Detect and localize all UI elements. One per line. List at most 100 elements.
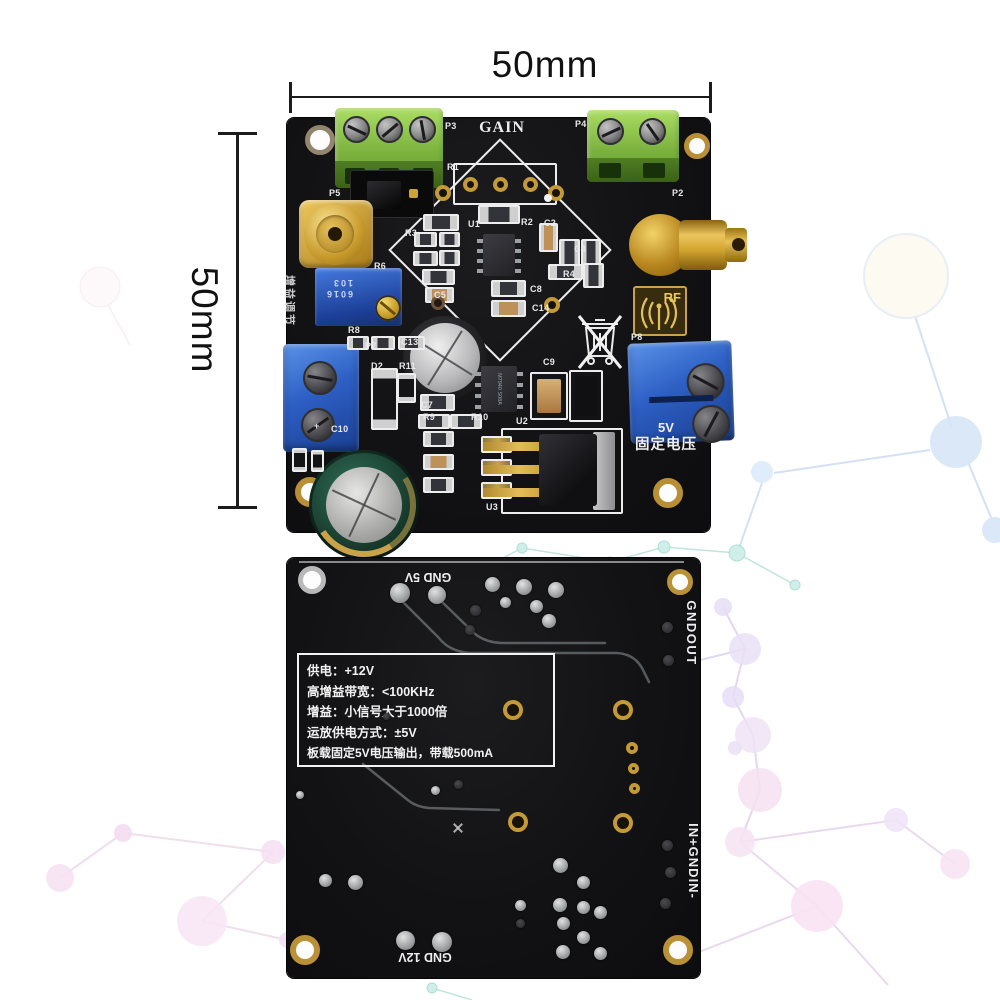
silkscreen-ref-label: R6 bbox=[374, 261, 387, 271]
mounting-hole bbox=[290, 935, 320, 965]
silkscreen-ref-label: C10 bbox=[331, 424, 349, 434]
to220-leg bbox=[483, 465, 543, 474]
silkscreen-ref-label: R9 bbox=[423, 412, 436, 422]
silkscreen-ref-label: C2 bbox=[544, 218, 557, 228]
silkscreen-ref-label: + bbox=[314, 421, 320, 431]
terminal-block-2pin-p4 bbox=[587, 110, 679, 182]
solder-joint bbox=[661, 621, 673, 633]
terminal-screw bbox=[303, 361, 337, 395]
solder-joint bbox=[664, 866, 676, 878]
dimension-line-horizontal bbox=[290, 96, 711, 98]
silkscreen-edge-line bbox=[299, 561, 684, 563]
silkscreen-ref-label: R8 bbox=[348, 325, 361, 335]
solder-joint bbox=[395, 930, 415, 950]
via-hole bbox=[462, 176, 478, 192]
solder-joint bbox=[382, 712, 390, 720]
solder-joint bbox=[347, 874, 363, 890]
smd-component bbox=[491, 280, 526, 297]
mounting-hole bbox=[653, 478, 683, 508]
terminal-screw bbox=[343, 116, 370, 143]
opamp-ic-u1 bbox=[477, 234, 521, 276]
solder-joint bbox=[548, 582, 564, 598]
silkscreen-ref-label: C13 bbox=[401, 337, 419, 347]
terminal-divider bbox=[649, 394, 714, 404]
via-hole bbox=[544, 297, 560, 313]
to220-metal-tab bbox=[593, 432, 615, 510]
silkscreen-ref-label: R10 bbox=[471, 412, 489, 422]
mounting-hole bbox=[663, 935, 693, 965]
mounting-hole bbox=[305, 125, 335, 155]
height-dimension-label: 50mm bbox=[184, 266, 225, 374]
smd-component bbox=[450, 414, 482, 429]
sma-nut bbox=[679, 220, 727, 270]
via-hole bbox=[431, 296, 445, 310]
smd-component bbox=[418, 414, 450, 429]
diode-d1-outline bbox=[569, 370, 603, 422]
gain-header-outline bbox=[453, 163, 557, 205]
terminal-notch bbox=[643, 163, 665, 178]
via-hole bbox=[613, 813, 633, 833]
smd-component bbox=[423, 454, 454, 470]
silkscreen-ref-label: P5 bbox=[329, 188, 341, 198]
smd-component bbox=[423, 477, 454, 493]
in-gnd-in-label: IN+GNDIN- bbox=[686, 823, 701, 899]
spec-line-output: 板载固定5V电压输出，带载500mA bbox=[307, 746, 494, 760]
silkscreen-ref-label: P2 bbox=[672, 188, 684, 198]
silkscreen-ref-label: R11 bbox=[399, 361, 416, 371]
terminal-screw bbox=[376, 116, 403, 143]
to220-body-u3 bbox=[539, 434, 597, 506]
silkscreen-ref-label: U1 bbox=[468, 219, 481, 229]
trimpot-adjust-screw bbox=[375, 295, 401, 321]
to220-leg bbox=[483, 442, 543, 451]
via-hole bbox=[628, 782, 640, 794]
silkscreen-ref-label: C4 bbox=[574, 244, 587, 254]
dimension-tick bbox=[289, 82, 292, 113]
via-hole bbox=[548, 185, 564, 201]
silkscreen-ref-label: C5 bbox=[434, 290, 447, 300]
smd-component bbox=[423, 431, 454, 447]
sma-connector-p2 bbox=[629, 214, 759, 276]
solder-joint bbox=[556, 945, 570, 959]
solder-joint bbox=[593, 946, 607, 960]
smd-component bbox=[583, 263, 604, 288]
regulator-ic-u2: M7940 S08A bbox=[475, 366, 523, 412]
solder-joint bbox=[659, 897, 671, 909]
solder-joint bbox=[529, 599, 543, 613]
weee-crossed-bin-icon bbox=[577, 315, 623, 369]
solder-joint bbox=[499, 596, 511, 608]
gnd-5v-label: GND 5V bbox=[404, 570, 452, 584]
smd-component bbox=[548, 264, 583, 280]
jumper-pin bbox=[409, 189, 418, 198]
solder-joint bbox=[428, 586, 446, 604]
electrolytic-capacitor-silver bbox=[403, 316, 487, 400]
silkscreen-ref-label: P7 bbox=[365, 341, 377, 351]
width-dimension-label: 50mm bbox=[491, 44, 599, 85]
spec-line-bandwidth: 高增益带宽：<100KHz bbox=[307, 684, 435, 699]
fixed-voltage-label: 5V 固定电压 bbox=[635, 420, 697, 453]
silkscreen-ref-label: R3 bbox=[405, 228, 418, 238]
solder-joint bbox=[430, 785, 440, 795]
mounting-hole bbox=[667, 569, 693, 595]
terminal-screw bbox=[597, 118, 624, 145]
smd-component bbox=[491, 300, 526, 317]
solder-joint bbox=[593, 905, 607, 919]
solder-joint bbox=[556, 916, 570, 930]
gnd-12v-label: GND 12V bbox=[398, 950, 452, 964]
silkscreen-ref-label: C7 bbox=[421, 400, 434, 410]
terminal-notch bbox=[599, 163, 621, 178]
spec-line-gain: 增益：小信号大于1000倍 bbox=[307, 705, 448, 719]
via-hole bbox=[522, 176, 538, 192]
gain-silkscreen-label: GAIN bbox=[479, 119, 525, 136]
smd-component bbox=[398, 336, 425, 350]
smd-component bbox=[292, 448, 307, 472]
spec-line-supply-mode: 运放供电方式：±5V bbox=[307, 725, 417, 740]
jumper-cap bbox=[367, 181, 401, 209]
rf-logo-text: RF bbox=[663, 290, 681, 305]
spec-line-power: 供电：+12V bbox=[307, 664, 375, 678]
capacitor-c9-body bbox=[537, 379, 561, 413]
dimension-line-vertical bbox=[236, 133, 239, 508]
diode-d1-body bbox=[575, 376, 597, 416]
silkscreen-ref-label: P3 bbox=[445, 121, 457, 131]
smd-component bbox=[422, 269, 455, 285]
solder-joint bbox=[390, 583, 410, 603]
